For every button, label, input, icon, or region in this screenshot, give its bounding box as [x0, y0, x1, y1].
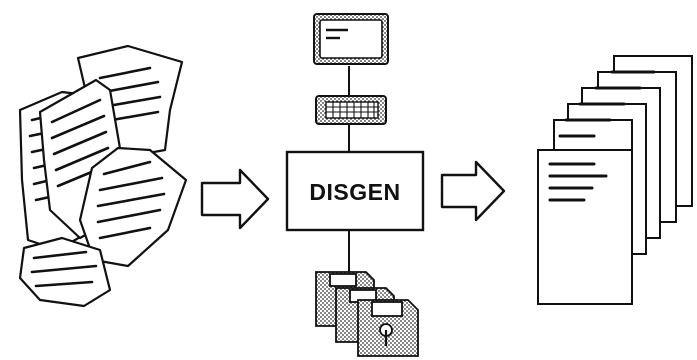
- arrow-right-icon: [200, 168, 270, 230]
- monitor-icon: [313, 13, 389, 65]
- document-stack-icon: [537, 55, 693, 305]
- disgen-box: DISGEN: [285, 150, 425, 232]
- arrow-right-icon: [440, 160, 506, 222]
- disgen-label: DISGEN: [309, 179, 400, 205]
- crumpled-papers-icon: [18, 44, 188, 308]
- floppy-disks-icon: [315, 271, 419, 357]
- keyboard-icon: [315, 95, 387, 125]
